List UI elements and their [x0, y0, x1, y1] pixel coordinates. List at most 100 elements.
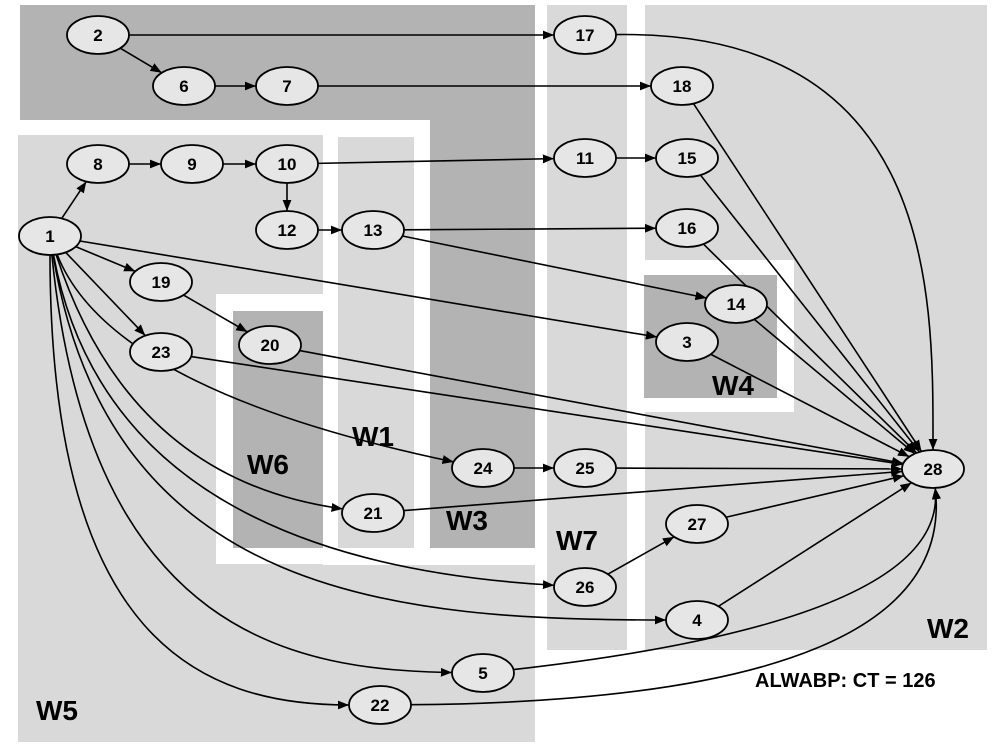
- task-node-label: 21: [364, 504, 383, 523]
- task-node-10: 10: [255, 144, 319, 184]
- task-node-shape: [348, 685, 412, 725]
- task-node-9: 9: [160, 144, 224, 184]
- task-node-12: 12: [255, 210, 319, 250]
- edge-10-to-11: [317, 154, 555, 165]
- task-node-label: 8: [93, 155, 102, 174]
- task-node-8: 8: [66, 144, 130, 184]
- task-node-label: 2: [93, 26, 102, 45]
- task-node-20: 20: [238, 325, 302, 365]
- task-node-1: 1: [18, 216, 82, 256]
- task-node-16: 16: [655, 208, 719, 248]
- edge-16-to-28: [702, 243, 918, 454]
- edge-1-to-26: [52, 254, 555, 590]
- task-node-19: 19: [129, 262, 193, 302]
- task-node-shape: [655, 322, 719, 362]
- task-node-shape: [152, 66, 216, 106]
- task-node-2: 2: [66, 15, 130, 55]
- task-node-11: 11: [553, 138, 617, 178]
- task-node-3: 3: [655, 322, 719, 362]
- edge-21-to-28: [403, 467, 903, 512]
- task-node-26: 26: [553, 567, 617, 607]
- task-node-shape: [665, 600, 729, 640]
- task-node-shape: [901, 449, 965, 489]
- task-node-label: 7: [282, 77, 291, 96]
- edge-22-to-28: [410, 487, 941, 706]
- task-node-22: 22: [348, 685, 412, 725]
- edge-1-to-8: [61, 181, 87, 219]
- task-node-label: 20: [261, 336, 280, 355]
- task-node-shape: [650, 66, 714, 106]
- edge-15-to-28: [699, 174, 921, 453]
- edge-14-to-28: [753, 318, 916, 455]
- task-node-shape: [18, 216, 82, 256]
- edge-1-to-5: [51, 254, 453, 677]
- task-node-label: 1: [45, 227, 54, 246]
- precedence-edges: [49, 30, 941, 710]
- edge-5-to-28: [513, 487, 941, 671]
- edge-25-to-28: [615, 464, 903, 474]
- task-node-label: 26: [576, 578, 595, 597]
- edge-3-to-28: [710, 353, 910, 458]
- station-w7-zone: [547, 5, 627, 650]
- task-node-shape: [655, 138, 719, 178]
- station-label-w2: W2: [927, 613, 969, 644]
- station-label-w1: W1: [352, 421, 394, 452]
- task-node-shape: [655, 208, 719, 248]
- task-node-14: 14: [704, 284, 768, 324]
- task-node-17: 17: [553, 15, 617, 55]
- edge-1-to-22: [49, 254, 350, 710]
- task-node-label: 9: [187, 155, 196, 174]
- station-label-w7: W7: [556, 525, 598, 556]
- task-node-label: 5: [478, 664, 487, 683]
- task-node-label: 14: [727, 295, 746, 314]
- edge-1-to-23: [65, 251, 146, 337]
- task-node-label: 6: [179, 77, 188, 96]
- station-w1-zone: [338, 137, 414, 548]
- task-node-label: 19: [152, 273, 171, 292]
- edge-18-to-28: [692, 103, 923, 452]
- task-node-shape: [451, 448, 515, 488]
- task-node-label: 27: [688, 515, 707, 534]
- task-node-7: 7: [255, 66, 319, 106]
- edge-1-to-3: [79, 240, 658, 340]
- task-node-5: 5: [451, 653, 515, 693]
- edge-13-to-16: [403, 223, 657, 233]
- task-node-label: 17: [576, 26, 595, 45]
- edge-1-to-21: [55, 254, 343, 512]
- task-node-shape: [160, 144, 224, 184]
- station-label-w4: W4: [712, 370, 754, 401]
- task-node-shape: [553, 138, 617, 178]
- task-node-shape: [255, 210, 319, 250]
- station-labels: W1 W6 W3 W7 W4 W2 W5: [36, 370, 969, 726]
- edge-1-to-19: [75, 245, 136, 273]
- task-node-shape: [129, 332, 193, 372]
- task-node-label: 23: [152, 343, 171, 362]
- task-node-6: 6: [152, 66, 216, 106]
- task-node-shape: [255, 144, 319, 184]
- task-node-13: 13: [341, 210, 405, 250]
- cycle-time-caption: ALWABP: CT = 126: [755, 670, 936, 692]
- task-node-label: 4: [692, 611, 702, 630]
- station-zones: [18, 5, 987, 742]
- task-node-label: 25: [576, 459, 595, 478]
- edge-1-to-24: [56, 254, 454, 464]
- task-node-shape: [341, 210, 405, 250]
- task-node-label: 16: [678, 219, 697, 238]
- task-node-shape: [66, 15, 130, 55]
- edge-23-to-28: [190, 355, 904, 468]
- task-node-label: 28: [924, 460, 943, 479]
- task-node-23: 23: [129, 332, 193, 372]
- task-node-21: 21: [341, 493, 405, 533]
- task-node-shape: [341, 493, 405, 533]
- station-label-w5: W5: [36, 695, 78, 726]
- task-node-shape: [451, 653, 515, 693]
- edge-4-to-28: [718, 482, 912, 607]
- task-node-label: 12: [278, 221, 297, 240]
- task-node-label: 18: [673, 77, 692, 96]
- task-node-label: 13: [364, 221, 383, 240]
- task-node-shape: [553, 15, 617, 55]
- edge-2-to-6: [119, 47, 163, 74]
- task-node-shape: [238, 325, 302, 365]
- edge-1-to-4: [52, 254, 667, 625]
